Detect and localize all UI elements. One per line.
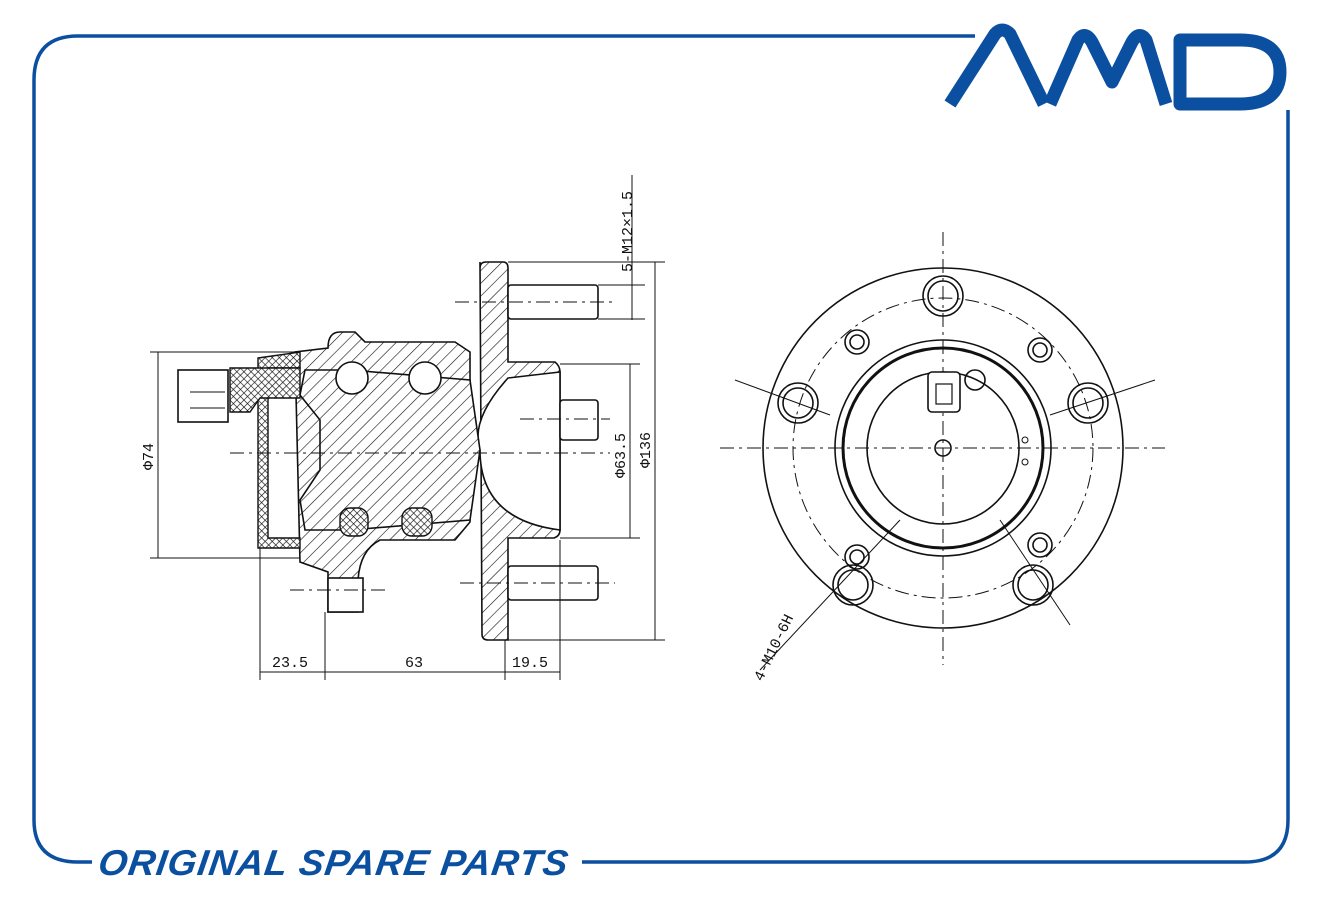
tagline: ORIGINAL SPARE PARTS [96, 842, 572, 883]
amd-logo [944, 23, 1287, 111]
bearing-ball [335, 361, 369, 395]
inner-hub [299, 369, 481, 531]
dim-dia-63-5: Φ63.5 [613, 433, 630, 478]
dim-dia-136: Φ136 [638, 432, 655, 468]
dim-mount-thread: 4-M10-6H [751, 612, 798, 684]
mount-boss [327, 577, 364, 613]
bearing-ball [408, 361, 442, 395]
mount-holes [844, 329, 1053, 570]
dim-23-5: 23.5 [272, 655, 308, 672]
bearing-cage [401, 507, 433, 537]
bearing-cage [339, 507, 369, 537]
sensor-connector [177, 369, 229, 423]
dim-19-5: 19.5 [512, 655, 548, 672]
center-hole [934, 439, 952, 457]
page-frame [32, 34, 1290, 864]
dim-63: 63 [405, 655, 423, 672]
dimension-lines [150, 175, 665, 680]
side-section-view: Φ74 Φ63.5 Φ136 5-M12×1.5 23.5 63 19.5 [141, 175, 665, 680]
sensor-body [229, 367, 301, 413]
wheel-stud [559, 399, 599, 441]
flange-outline [762, 267, 1124, 629]
dim-dia-74: Φ74 [141, 443, 158, 470]
wheel-stud-holes [777, 275, 1109, 606]
dim-stud-thread: 5-M12×1.5 [620, 191, 637, 272]
front-view: 4-M10-6H [720, 232, 1165, 684]
